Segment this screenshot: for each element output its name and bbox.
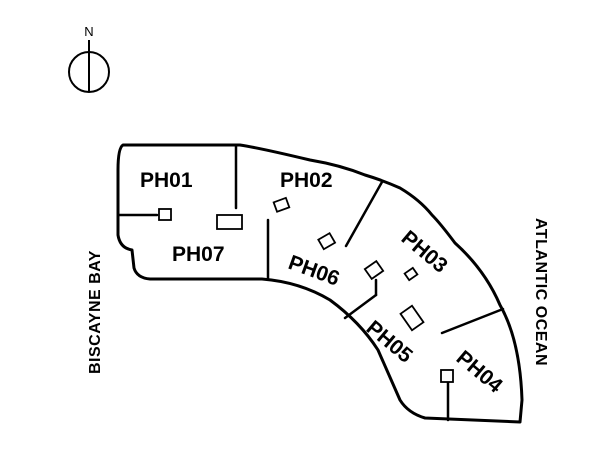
cores (158, 196, 454, 383)
core-ph03 (403, 266, 419, 282)
north-arrow-icon: N (68, 24, 110, 93)
core-ph05 (399, 304, 425, 332)
core-ph06 (317, 231, 337, 251)
unit-label-ph01: PH01 (140, 169, 193, 192)
interior-walls (116, 143, 505, 422)
north-label: N (84, 24, 93, 39)
core-ph04 (440, 369, 454, 383)
core-ph02 (272, 196, 291, 213)
core-ph01 (158, 208, 172, 221)
unit-label-ph07: PH07 (172, 243, 225, 266)
core-ph06-b (363, 259, 385, 281)
water-label-west: BISCAYNE BAY (87, 250, 104, 374)
water-label-east: ATLANTIC OCEAN (532, 218, 549, 366)
core-ph07 (216, 214, 243, 230)
unit-label-ph02: PH02 (280, 169, 333, 192)
